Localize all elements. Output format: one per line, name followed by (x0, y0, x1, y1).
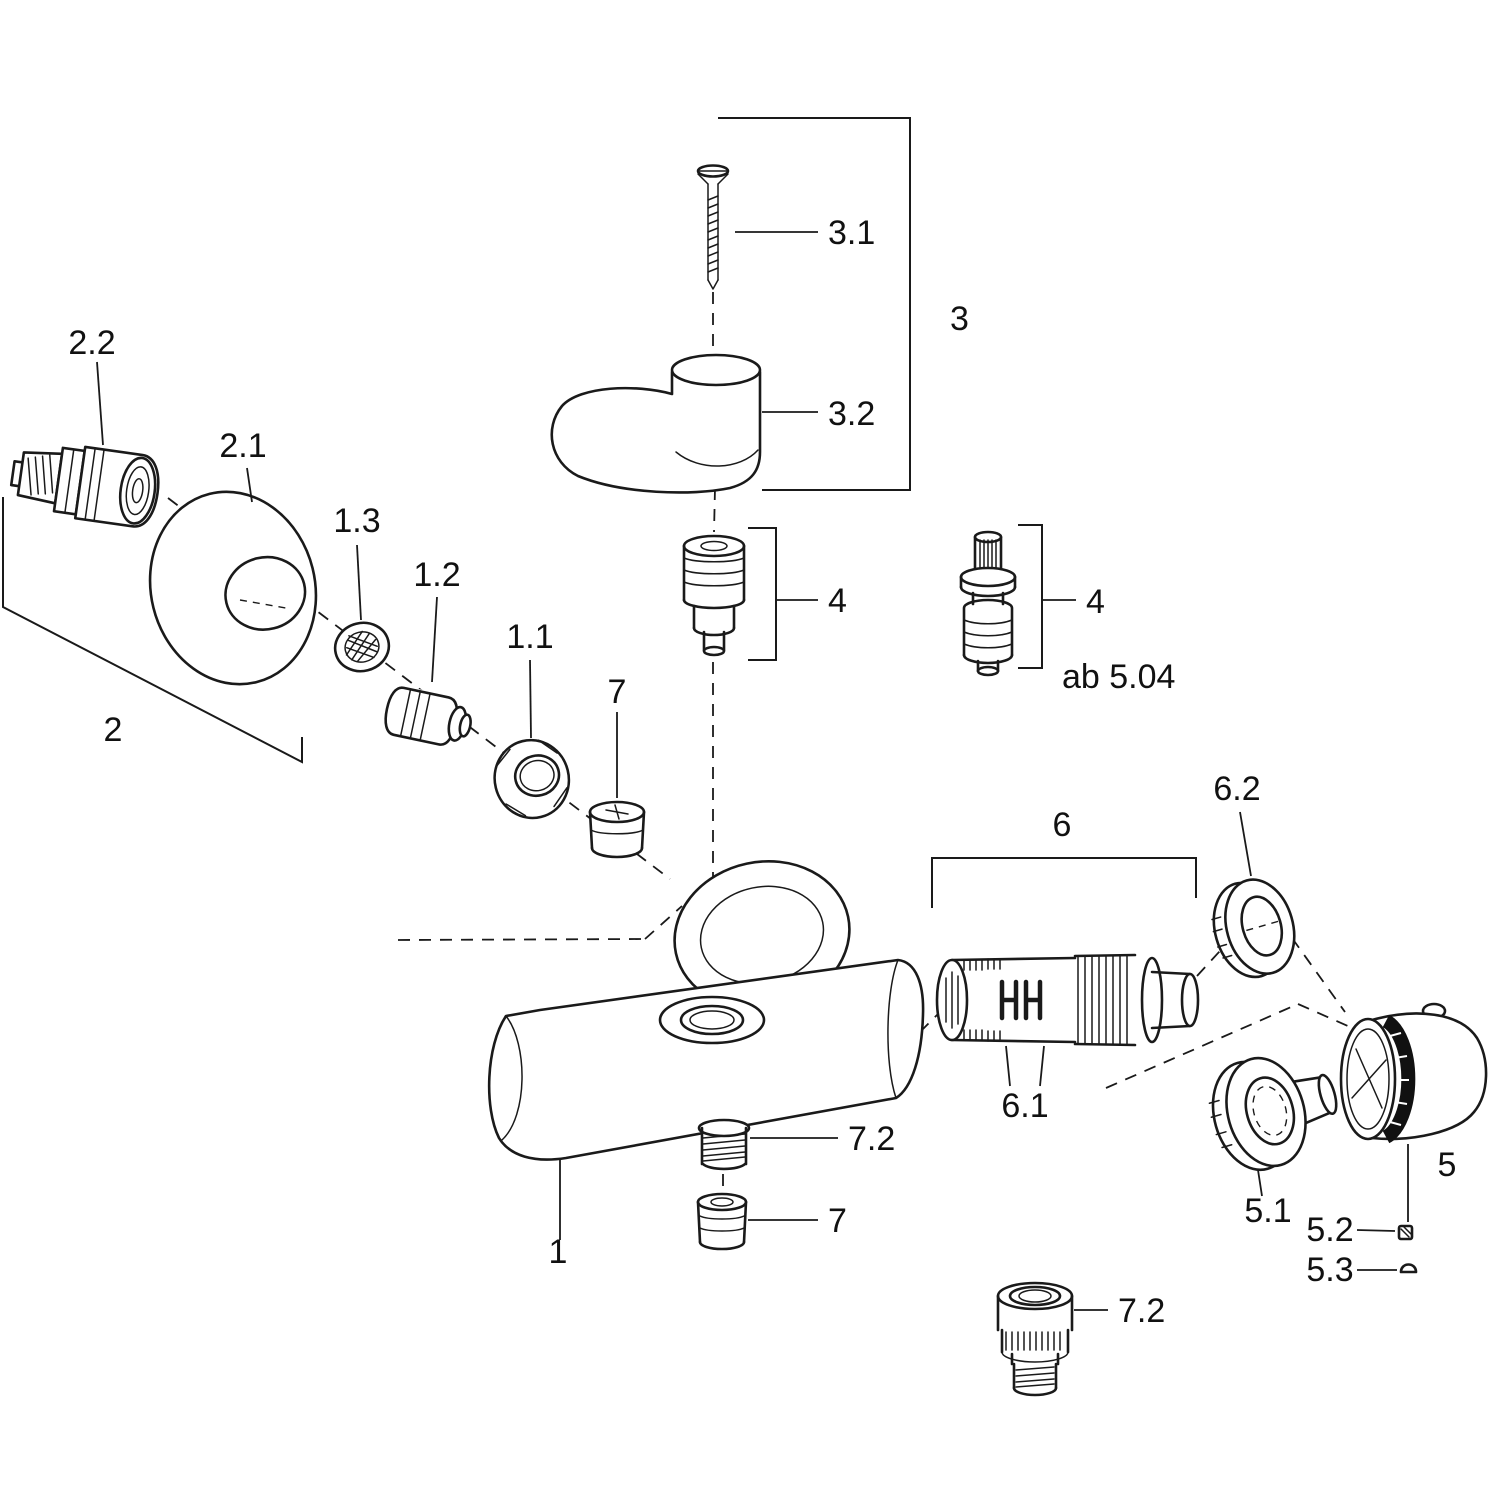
screw-3-1 (696, 164, 730, 290)
label-3: 3 (950, 300, 969, 338)
cartridge-4-right (959, 530, 1017, 677)
label-2: 2 (104, 711, 123, 749)
label-2-1: 2.1 (219, 427, 266, 465)
valve-7-lower (696, 1192, 748, 1251)
escutcheon-2-1 (148, 490, 318, 686)
cap-5-3 (1399, 1263, 1418, 1274)
label-1-1: 1.1 (506, 618, 553, 656)
labels: 3.1 3 3.2 4 4 ab 5.04 2.2 2.1 2 1.3 1.2 … (68, 214, 1456, 1330)
label-7-2-body: 7.2 (848, 1120, 895, 1158)
outlet-stub-7-2 (697, 1118, 751, 1171)
leader-lines (96, 231, 1409, 1311)
ring-nut-6-2 (1211, 878, 1296, 979)
bracket-2 (2, 497, 303, 764)
valve-7-upper (588, 800, 646, 859)
label-4-right: 4 (1086, 583, 1105, 621)
label-6-1: 6.1 (1001, 1087, 1048, 1125)
label-ab-5-04: ab 5.04 (1062, 658, 1175, 696)
label-5-1: 5.1 (1244, 1192, 1291, 1230)
brackets (2, 117, 1197, 908)
bracket-4-left (748, 527, 777, 661)
body-1 (487, 859, 925, 1161)
bracket-4-right (1018, 524, 1043, 669)
label-7-upper: 7 (608, 673, 627, 711)
lever-3-2 (550, 353, 762, 494)
label-5-2: 5.2 (1306, 1211, 1353, 1249)
check-valve-7-2 (996, 1281, 1074, 1397)
label-5: 5 (1438, 1146, 1457, 1184)
label-4-left: 4 (828, 582, 847, 620)
label-1: 1 (549, 1233, 568, 1271)
cartridge-4-left (682, 534, 746, 657)
label-7-lower: 7 (828, 1202, 847, 1240)
washer-1-3 (333, 621, 391, 673)
ribbed-ring-5-1 (1208, 1056, 1338, 1172)
nipple-1-2 (384, 684, 473, 752)
thermostat-cartridge-6-1 (935, 953, 1200, 1047)
label-7-2-valve: 7.2 (1118, 1292, 1165, 1330)
nut-1-1 (493, 738, 571, 820)
knob-5 (1339, 1002, 1488, 1144)
bracket-3 (718, 117, 911, 491)
label-2-2: 2.2 (68, 324, 115, 362)
label-1-2: 1.2 (413, 556, 460, 594)
label-3-2: 3.2 (828, 395, 875, 433)
grub-screw-5-2 (1397, 1224, 1414, 1241)
bracket-6 (931, 857, 1197, 908)
label-5-3: 5.3 (1306, 1251, 1353, 1289)
label-6-2: 6.2 (1213, 770, 1260, 808)
label-1-3: 1.3 (333, 502, 380, 540)
label-3-1: 3.1 (828, 214, 875, 252)
label-6: 6 (1053, 806, 1072, 844)
fitting-2-2 (9, 441, 162, 530)
